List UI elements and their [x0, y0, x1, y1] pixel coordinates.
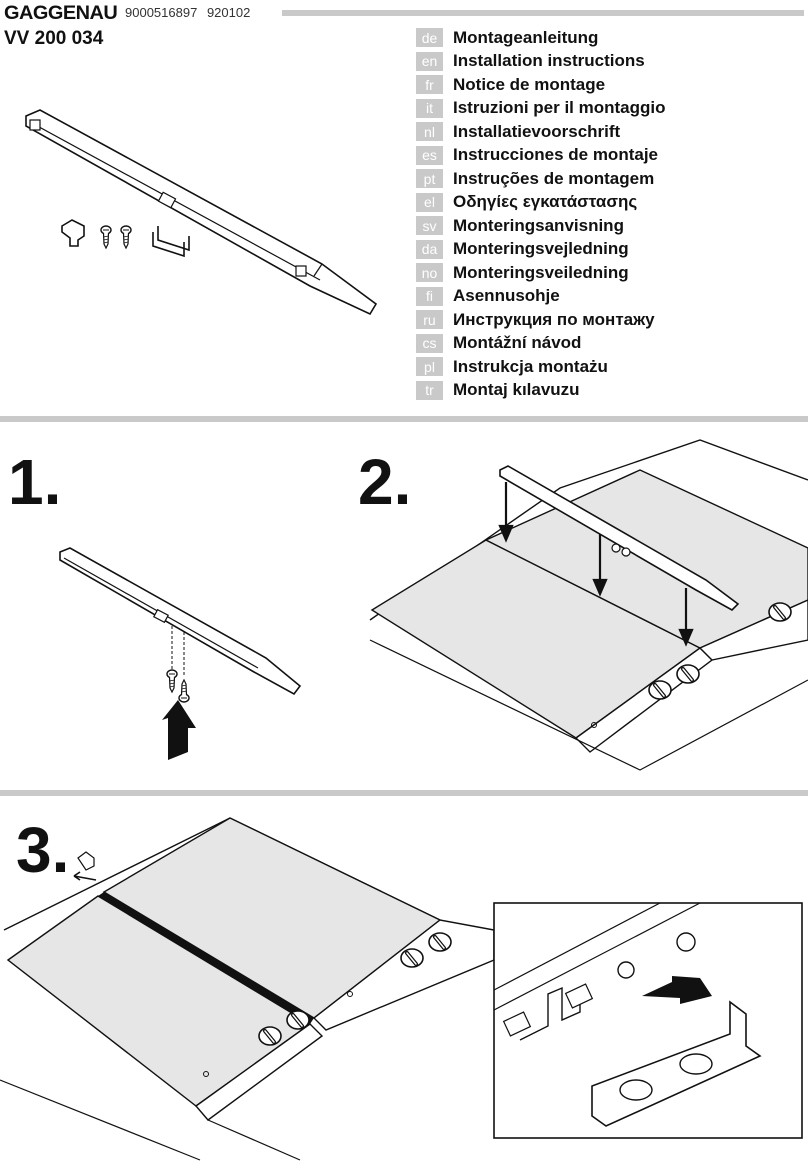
language-code: nl [416, 122, 443, 142]
language-row-no: no Monteringsveiledning [416, 261, 666, 285]
language-row-en: en Installation instructions [416, 50, 666, 74]
language-title: Monteringsanvisning [453, 215, 624, 235]
language-title: Notice de montage [453, 74, 606, 94]
language-code: es [416, 145, 443, 165]
language-title: Asennusohje [453, 286, 560, 306]
language-row-ru: ru Инструкция по монтажу [416, 308, 666, 332]
step-3-illustration [0, 817, 495, 1161]
language-code: fi [416, 286, 443, 306]
language-row-pl: pl Instrukcja montażu [416, 355, 666, 379]
language-code: pt [416, 169, 443, 189]
language-list: de Montageanleitung en Installation instru… [416, 26, 666, 402]
language-row-pt: pt Instruções de montagem [416, 167, 666, 191]
language-row-fr: fr Notice de montage [416, 73, 666, 97]
language-title: Istruzioni per il montaggio [453, 98, 666, 118]
language-row-da: da Monteringsvejledning [416, 238, 666, 262]
language-code: el [416, 192, 443, 212]
step-3-number: 3. [16, 814, 70, 886]
step-1-number: 1. [8, 446, 62, 518]
language-row-nl: nl Installatievoorschrift [416, 120, 666, 144]
trim-strip-illustration [25, 109, 378, 316]
language-row-es: es Instrucciones de montaje [416, 144, 666, 168]
language-title: Installatievoorschrift [453, 121, 621, 141]
language-row-de: de Montageanleitung [416, 26, 666, 50]
language-title: Montaj kılavuzu [453, 380, 580, 400]
doc-number: 9000516897 [125, 5, 198, 20]
language-title: Monteringsveiledning [453, 262, 629, 282]
screw-icon [120, 225, 132, 249]
document-numbers: 9000516897 920102 [125, 5, 250, 20]
language-code: ru [416, 310, 443, 330]
language-row-tr: tr Montaj kılavuzu [416, 379, 666, 403]
section-divider-1 [0, 416, 808, 422]
language-code: it [416, 98, 443, 118]
language-row-fi: fi Asennusohje [416, 285, 666, 309]
language-code: sv [416, 216, 443, 236]
doc-date: 920102 [206, 5, 251, 20]
step-2-illustration [369, 439, 808, 771]
language-code: no [416, 263, 443, 283]
bracket-part-icon [152, 226, 190, 258]
language-code: fr [416, 75, 443, 95]
language-code: de [416, 28, 443, 48]
language-title: Montageanleitung [453, 27, 599, 47]
language-code: en [416, 51, 443, 71]
language-row-it: it Istruzioni per il montaggio [416, 97, 666, 121]
language-title: Installation instructions [453, 51, 645, 71]
language-title: Instrukcja montażu [453, 356, 608, 376]
language-code: cs [416, 333, 443, 353]
step-2-number: 2. [358, 446, 412, 518]
language-row-sv: sv Monteringsanvisning [416, 214, 666, 238]
brand-logo: GAGGENAU [4, 3, 118, 24]
language-title: Montážní návod [453, 333, 582, 353]
header-rule [282, 10, 804, 16]
model-number: VV 200 034 [4, 28, 104, 49]
language-code: pl [416, 357, 443, 377]
screw-icon [100, 225, 112, 249]
language-title: Инструкция по монтажу [453, 309, 655, 329]
language-row-cs: cs Montážní návod [416, 332, 666, 356]
clip-part-icon [61, 219, 85, 247]
language-code: tr [416, 380, 443, 400]
step-1-illustration [59, 547, 302, 760]
language-title: Οδηγίες εγκατάστασης [453, 192, 638, 212]
language-title: Instrucciones de montaje [453, 145, 658, 165]
step-3-detail-inset [493, 902, 803, 1139]
language-title: Instruções de montagem [453, 168, 655, 188]
language-title: Monteringsvejledning [453, 239, 629, 259]
language-row-el: el Οδηγίες εγκατάστασης [416, 191, 666, 215]
language-code: da [416, 239, 443, 259]
section-divider-2 [0, 790, 808, 796]
